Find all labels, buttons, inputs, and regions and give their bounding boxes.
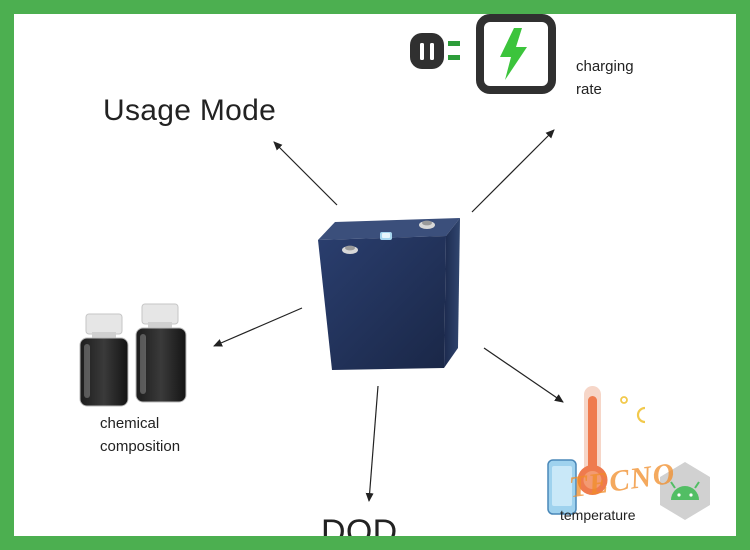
arrow-to-chemical-composition	[213, 307, 303, 347]
chemical-composition-line2: composition	[100, 438, 181, 456]
chemical-jars-icon	[79, 303, 187, 407]
chemical-composition-line1: chemical	[100, 415, 160, 432]
temperature-label: temperature	[560, 507, 636, 523]
arrow-to-charging-rate	[471, 129, 555, 213]
arrow-to-dod	[365, 385, 379, 502]
charging-battery-icon	[476, 14, 556, 94]
android-logo-icon	[660, 462, 710, 520]
smartphone-icon	[547, 459, 577, 515]
battery-cell-icon	[318, 218, 460, 370]
diagram-graphics	[79, 14, 710, 520]
plug-icon	[410, 33, 460, 69]
arrow-to-temperature	[483, 347, 564, 403]
charging-rate-line1: charging	[576, 58, 634, 75]
thermometer-icon	[577, 386, 646, 495]
dod-label: DOD	[321, 513, 398, 536]
diagram-canvas: Usage Mode charging rate chemical compos…	[14, 14, 736, 536]
charging-rate-line2: rate	[576, 81, 602, 99]
usage-mode-label: Usage Mode	[103, 94, 277, 127]
chemical-composition-label: chemical composition	[100, 412, 180, 459]
charging-rate-label: charging rate	[576, 55, 634, 102]
arrow-to-usage-mode	[273, 141, 338, 206]
